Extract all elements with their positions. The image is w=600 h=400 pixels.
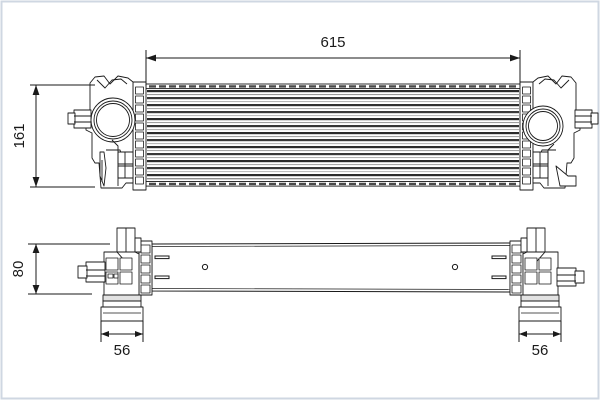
top-view-group: 80 56 56 [10,227,585,359]
dimension-label-overall-depth: 80 [10,261,27,278]
front-view-group: 615 161 [11,34,599,191]
dimension-overall-height [30,84,95,188]
right-end-tank [519,75,599,191]
dimension-left-port-width [100,321,144,342]
right-tank-depth [509,227,585,322]
dimension-overall-length [145,50,521,86]
dimension-right-port-width [518,321,562,342]
left-lower-pin [99,151,107,187]
dimension-label-left-port-width: 56 [114,342,131,359]
dimension-label-right-port-width: 56 [532,342,549,359]
core-fin-block [145,83,521,187]
header-slot-marks [154,255,507,280]
dimension-overall-depth [28,243,110,295]
core-bottom-rail [145,181,521,187]
left-end-tank [67,75,147,191]
core-top-rail [145,83,521,90]
left-tank-depth [77,227,153,322]
locator-hole-right [451,263,459,271]
locator-hole-left [201,263,209,271]
left-header-ribs [135,86,144,185]
dimension-label-overall-height: 161 [11,123,28,148]
core-fin-stripes [147,90,519,180]
dimension-label-overall-length: 615 [320,34,345,51]
